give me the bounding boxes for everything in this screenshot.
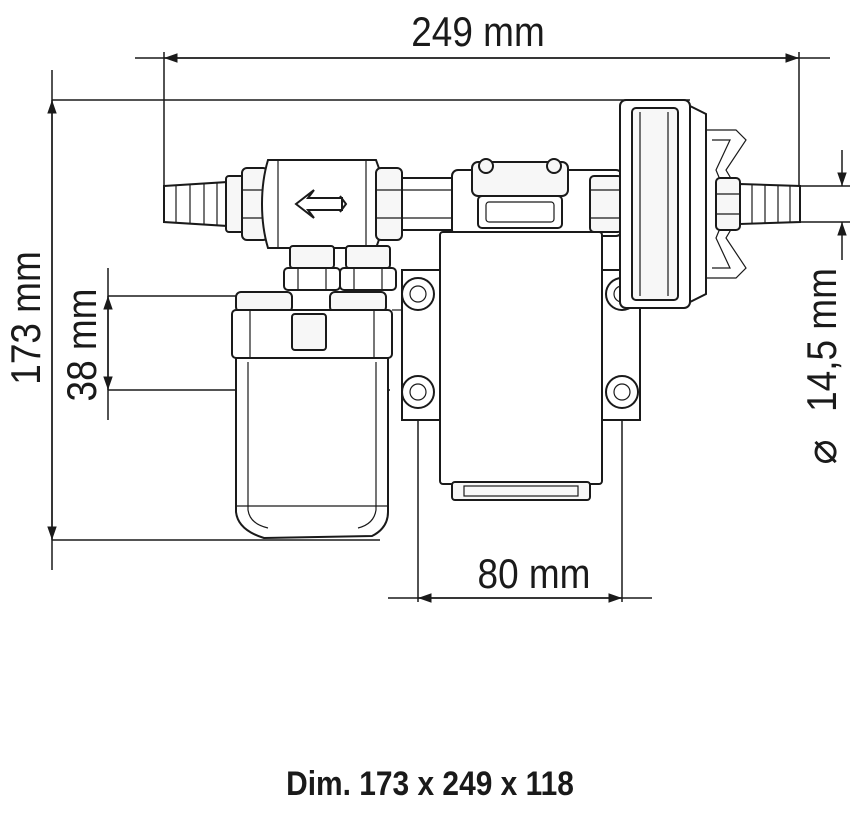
- dimensions-caption: Dim. 173 x 249 x 118: [286, 765, 574, 803]
- outlet-hose-barb: [739, 182, 801, 226]
- filter-head: [231, 291, 393, 359]
- strainer-cover: [619, 99, 747, 309]
- pump-head: [451, 158, 623, 237]
- flow-direction-arrow-icon: [294, 189, 348, 219]
- height-label: 173 mm: [3, 251, 50, 384]
- width-label: 249 mm: [411, 9, 544, 56]
- check-valve: [260, 159, 386, 249]
- mount-spacing-dimension: 80 mm: [388, 410, 652, 603]
- port-diameter-dimension: 14,5 mm ⌀: [798, 150, 850, 465]
- filter-bowl: [235, 357, 389, 540]
- motor-body: [439, 231, 603, 501]
- filter-offset-dimension: 38 mm: [59, 268, 390, 420]
- pump-illustration: [163, 99, 801, 540]
- filter-offset-label: 38 mm: [59, 289, 106, 402]
- height-dimension: 173 mm: [3, 70, 690, 570]
- width-dimension: 249 mm: [135, 9, 830, 190]
- inlet-hose-barb: [163, 180, 229, 228]
- diameter-symbol: ⌀: [798, 439, 845, 464]
- mount-spacing-label: 80 mm: [478, 551, 591, 598]
- port-diameter-label: 14,5 mm: [799, 268, 846, 412]
